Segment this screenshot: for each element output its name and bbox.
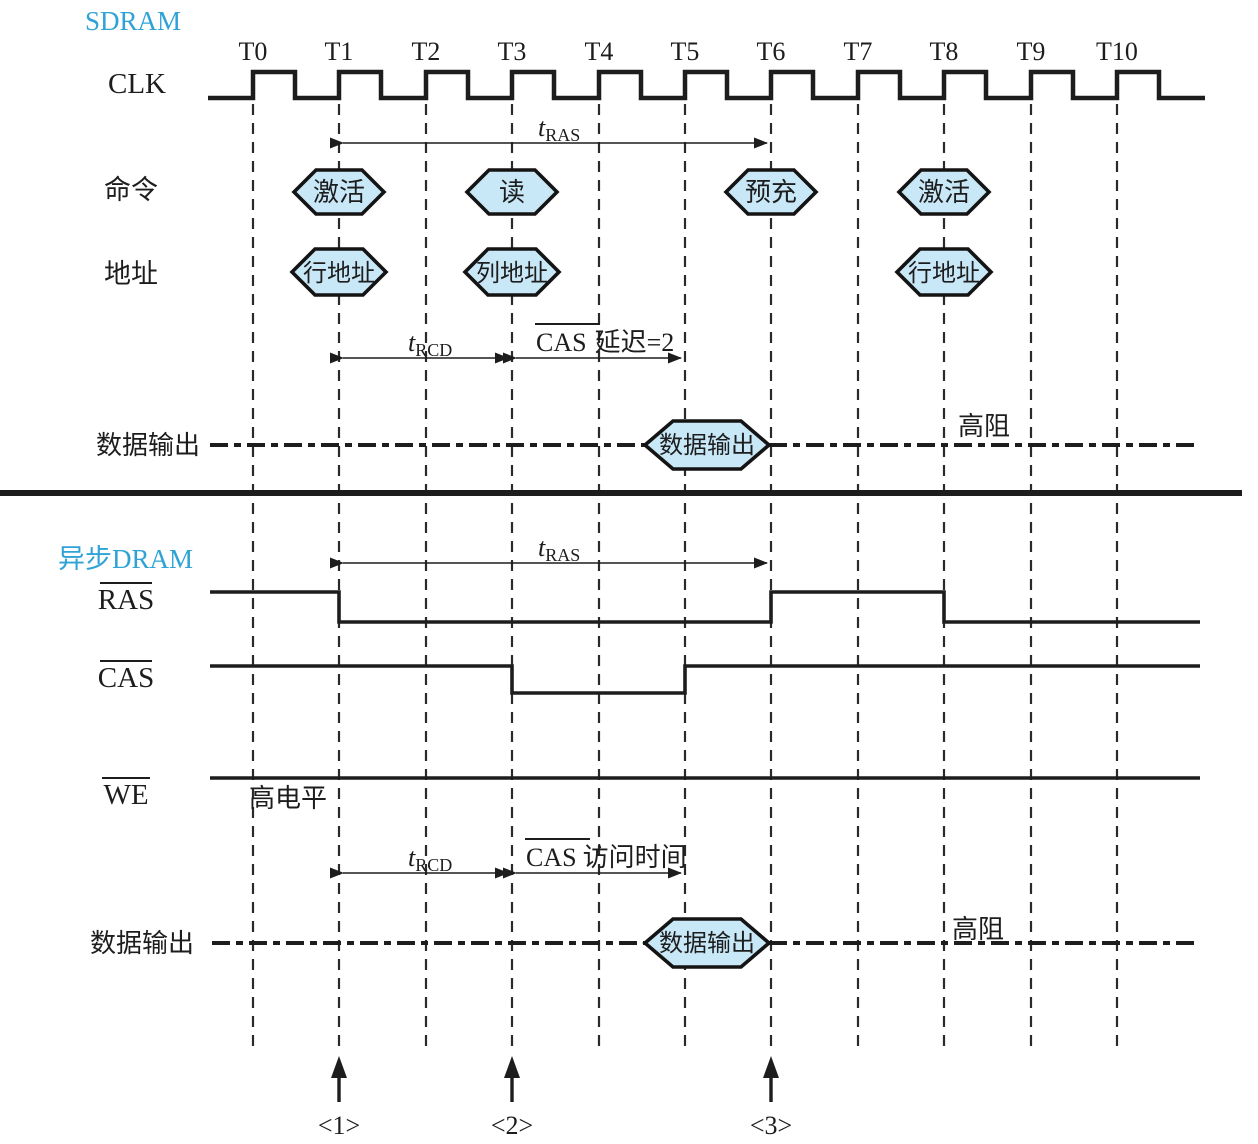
we-label: WE: [103, 779, 148, 811]
event-markers: <1> <2> <3>: [318, 1056, 792, 1140]
sdram-data-hexagon: [642, 419, 772, 471]
dram-tras-label: tRAS: [538, 533, 580, 565]
dram-hi-z-label: 高阻: [952, 915, 1004, 944]
marker-label: <2>: [491, 1111, 533, 1140]
dram-title: 异步DRAM: [58, 544, 193, 574]
marker-label: <1>: [318, 1111, 360, 1140]
sdram-tras-label: tRAS: [538, 113, 580, 145]
sdram-data-hexagon-label: 数据输出: [659, 432, 755, 459]
tick-label: T10: [1096, 37, 1138, 66]
tick-label: T1: [325, 37, 354, 66]
dram-trcd-label: tRCD: [408, 843, 452, 875]
dram-data-row-label: 数据输出: [90, 929, 194, 958]
address-hexagon: [462, 247, 562, 297]
command-hexagon-label: 激活: [313, 178, 365, 207]
command-hexagon: [464, 168, 560, 216]
tick-label: T3: [498, 37, 527, 66]
command-hexagons: 激活 读 预充 激活: [291, 168, 992, 216]
marker-label: <3>: [750, 1111, 792, 1140]
dram-data-hexagon: [642, 917, 772, 969]
ras-waveform: [210, 590, 1200, 624]
tick-labels: T0 T1 T2 T3 T4 T5 T6 T7 T8 T9 T10: [239, 37, 1138, 66]
tick-label: T0: [239, 37, 268, 66]
command-hexagon: [723, 168, 819, 216]
address-hexagons: 行地址 列地址 行地址: [289, 247, 994, 297]
tick-label: T9: [1017, 37, 1046, 66]
tick-gridlines: [251, 104, 1119, 1050]
address-row-label: 地址: [104, 259, 158, 289]
command-hexagon-label: 预充: [745, 178, 797, 207]
marker-arrow-head: [763, 1056, 779, 1078]
marker-arrow-head: [331, 1056, 347, 1078]
address-hexagon-label: 行地址: [908, 260, 980, 287]
tick-label: T7: [844, 37, 873, 66]
address-hexagon-label: 行地址: [303, 260, 375, 287]
cas-label: CAS: [98, 662, 154, 694]
command-hexagon-label: 读: [499, 178, 525, 207]
ras-label: RAS: [98, 584, 154, 616]
clk-label: CLK: [108, 68, 166, 100]
command-hexagon-label: 激活: [918, 178, 970, 207]
command-hexagon: [896, 168, 992, 216]
address-hexagon: [289, 247, 389, 297]
tick-label: T6: [757, 37, 786, 66]
sdram-hi-z-label: 高阻: [958, 412, 1010, 441]
sdram-trcd-label: tRCD: [408, 328, 452, 360]
cas-waveform: [210, 664, 1200, 695]
clk-waveform: [208, 69, 1205, 101]
sdram-data-row-label: 数据输出: [96, 431, 200, 460]
address-hexagon-label: 列地址: [476, 260, 548, 287]
dram-data-hexagon-label: 数据输出: [659, 930, 755, 957]
tick-label: T4: [585, 37, 614, 66]
address-hexagon: [894, 247, 994, 297]
tick-label: T8: [930, 37, 959, 66]
we-high-note: 高电平: [249, 784, 327, 813]
marker-arrow-head: [504, 1056, 520, 1078]
command-row-label: 命令: [104, 175, 158, 205]
sdram-title: SDRAM: [85, 6, 181, 36]
tick-label: T5: [671, 37, 700, 66]
command-hexagon: [291, 168, 387, 216]
tick-label: T2: [412, 37, 441, 66]
